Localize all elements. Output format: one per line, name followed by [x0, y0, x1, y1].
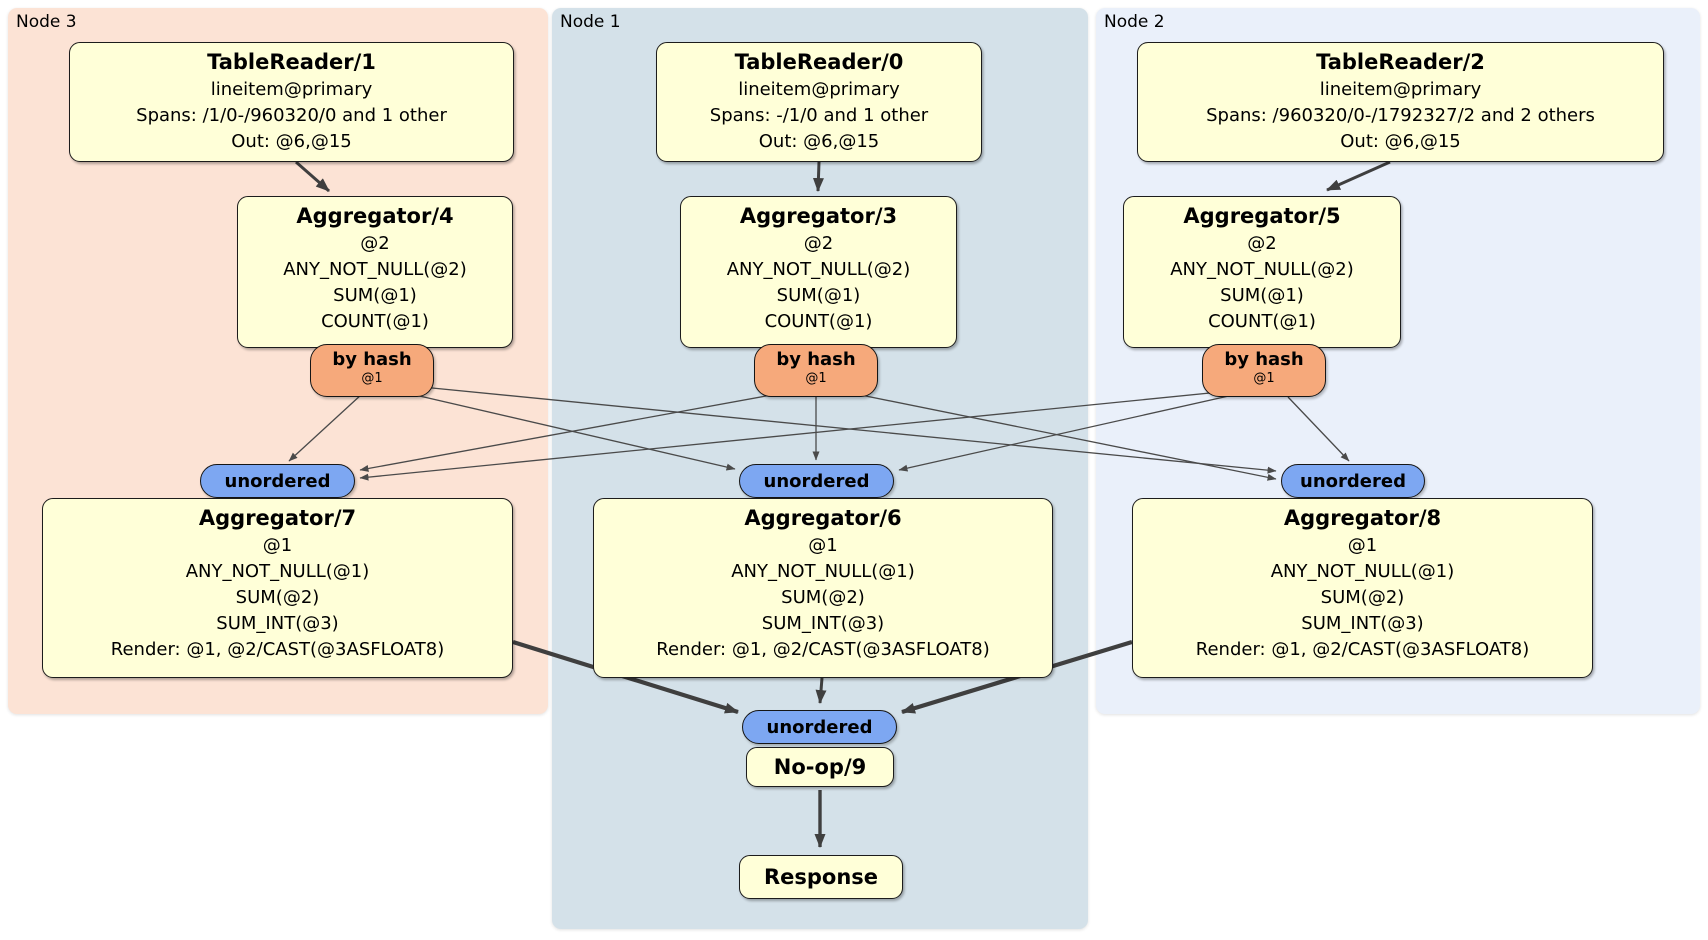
router-by-hash-node2: by hash @1: [1202, 344, 1326, 397]
node2-label: Node 2: [1104, 12, 1165, 32]
tablereader-2-index: lineitem@primary: [1319, 79, 1482, 100]
tablereader-1-out: Out: @6,@15: [231, 131, 352, 152]
sync-node3-label: unordered: [224, 470, 331, 492]
tablereader-2-spans: Spans: /960320/0-/1792327/2 and 2 others: [1206, 105, 1595, 126]
sync-unordered-node3: unordered: [200, 464, 355, 498]
edge-router2-sync1: [898, 392, 1243, 472]
aggregator-7-box: Aggregator/7 @1 ANY_NOT_NULL(@1) SUM(@2)…: [42, 498, 513, 678]
aggregator-3-line: @2: [803, 233, 834, 254]
aggregator-6-box: Aggregator/6 @1 ANY_NOT_NULL(@1) SUM(@2)…: [593, 498, 1053, 678]
aggregator-7-render: Render: @1, @2/CAST(@3ASFLOAT8): [110, 639, 445, 660]
tablereader-1-title: TableReader/1: [207, 50, 376, 74]
edge-aggregator6-final-sync: [815, 677, 827, 704]
aggregator-3-line: ANY_NOT_NULL(@2): [726, 259, 911, 280]
tablereader-1-box: TableReader/1 lineitem@primary Spans: /1…: [69, 42, 514, 162]
aggregator-7-line: @1: [262, 535, 293, 556]
aggregator-6-render: Render: @1, @2/CAST(@3ASFLOAT8): [656, 639, 990, 660]
node1-label: Node 1: [560, 12, 621, 32]
aggregator-4-line: COUNT(@1): [321, 311, 429, 332]
edge-router1-sync3: [359, 391, 789, 472]
aggregator-8-line: SUM(@2): [1320, 587, 1405, 608]
aggregator-5-line: SUM(@1): [1220, 285, 1304, 306]
edge-router2-sync2: [1287, 396, 1350, 462]
aggregator-4-line: ANY_NOT_NULL(@2): [283, 259, 467, 280]
aggregator-8-title: Aggregator/8: [1283, 506, 1442, 530]
aggregator-3-box: Aggregator/3 @2 ANY_NOT_NULL(@2) SUM(@1)…: [680, 196, 957, 348]
sync-node2-label: unordered: [1300, 470, 1406, 492]
edge-router1-sync2: [845, 391, 1277, 481]
aggregator-4-box: Aggregator/4 @2 ANY_NOT_NULL(@2) SUM(@1)…: [237, 196, 513, 348]
aggregator-6-line: SUM(@2): [781, 587, 865, 608]
tablereader-0-spans: Spans: -/1/0 and 1 other: [709, 105, 929, 126]
router-node2-label: by hash: [1224, 349, 1304, 370]
aggregator-6-line: SUM_INT(@3): [761, 613, 885, 634]
aggregator-5-line: ANY_NOT_NULL(@2): [1170, 259, 1354, 280]
aggregator-3-line: COUNT(@1): [764, 311, 873, 332]
tablereader-1-index: lineitem@primary: [210, 79, 373, 100]
router-cross-edges: [288, 386, 1350, 481]
tablereader-2-out: Out: @6,@15: [1340, 131, 1461, 152]
aggregator-7-line: SUM_INT(@3): [216, 613, 339, 634]
router-node1-key: @1: [805, 371, 827, 386]
aggregator-8-box: Aggregator/8 @1 ANY_NOT_NULL(@1) SUM(@2)…: [1132, 498, 1593, 678]
edge-tablereader1-aggregator4: [295, 160, 330, 193]
response-box: Response: [739, 855, 903, 899]
edge-tablereader0-aggregator3: [812, 161, 824, 192]
aggregator-7-title: Aggregator/7: [198, 506, 357, 530]
aggregator-4-title: Aggregator/4: [296, 204, 454, 228]
aggregator-3-line: SUM(@1): [776, 285, 861, 306]
router-node3-key: @1: [361, 371, 383, 386]
tablereader-1-spans: Spans: /1/0-/960320/0 and 1 other: [136, 105, 447, 126]
router-by-hash-node3: by hash @1: [310, 344, 434, 397]
router-node1-label: by hash: [776, 349, 856, 370]
aggregator-5-title: Aggregator/5: [1183, 204, 1341, 228]
tablereader-2-box: TableReader/2 lineitem@primary Spans: /9…: [1137, 42, 1664, 162]
aggregator-5-line: @2: [1247, 233, 1277, 254]
tablereader-0-title: TableReader/0: [734, 50, 904, 74]
edge-router3-sync3: [288, 393, 363, 462]
aggregator-8-line: @1: [1347, 535, 1378, 556]
router-node3-label: by hash: [332, 349, 412, 370]
sync-final-label: unordered: [766, 716, 873, 738]
node3-label: Node 3: [16, 12, 77, 32]
edge-tablereader2-aggregator5: [1326, 160, 1391, 192]
response-title: Response: [763, 864, 879, 889]
tablereader-0-index: lineitem@primary: [738, 79, 900, 100]
router-by-hash-node1: by hash @1: [754, 344, 878, 397]
edge-router3-sync1: [397, 390, 736, 471]
aggregator-8-line: ANY_NOT_NULL(@1): [1270, 561, 1455, 582]
aggregator-6-line: ANY_NOT_NULL(@1): [731, 561, 915, 582]
aggregator-8-line: SUM_INT(@3): [1301, 613, 1424, 634]
tablereader-0-out: Out: @6,@15: [758, 131, 880, 152]
sync-node1-label: unordered: [763, 470, 870, 492]
aggregator-4-line: SUM(@1): [333, 285, 417, 306]
aggregator-5-box: Aggregator/5 @2 ANY_NOT_NULL(@2) SUM(@1)…: [1123, 196, 1401, 348]
tablereader-0-box: TableReader/0 lineitem@primary Spans: -/…: [656, 42, 982, 162]
aggregator-6-title: Aggregator/6: [744, 506, 902, 530]
aggregator-8-render: Render: @1, @2/CAST(@3ASFLOAT8): [1195, 639, 1530, 660]
aggregator-7-line: ANY_NOT_NULL(@1): [185, 561, 370, 582]
router-node2-key: @1: [1253, 371, 1275, 386]
aggregator-4-line: @2: [360, 233, 390, 254]
sync-unordered-final: unordered: [742, 710, 897, 744]
aggregator-7-line: SUM(@2): [235, 587, 320, 608]
sync-unordered-node2: unordered: [1281, 464, 1425, 498]
sync-unordered-node1: unordered: [739, 464, 894, 498]
aggregator-3-title: Aggregator/3: [739, 204, 898, 228]
edge-router2-sync3: [359, 389, 1241, 481]
noop-9-title: No-op/9: [773, 754, 867, 779]
noop-9-box: No-op/9: [746, 747, 894, 787]
tablereader-2-title: TableReader/2: [1316, 50, 1485, 74]
aggregator-6-line: @1: [808, 535, 838, 556]
aggregator-5-line: COUNT(@1): [1208, 311, 1316, 332]
